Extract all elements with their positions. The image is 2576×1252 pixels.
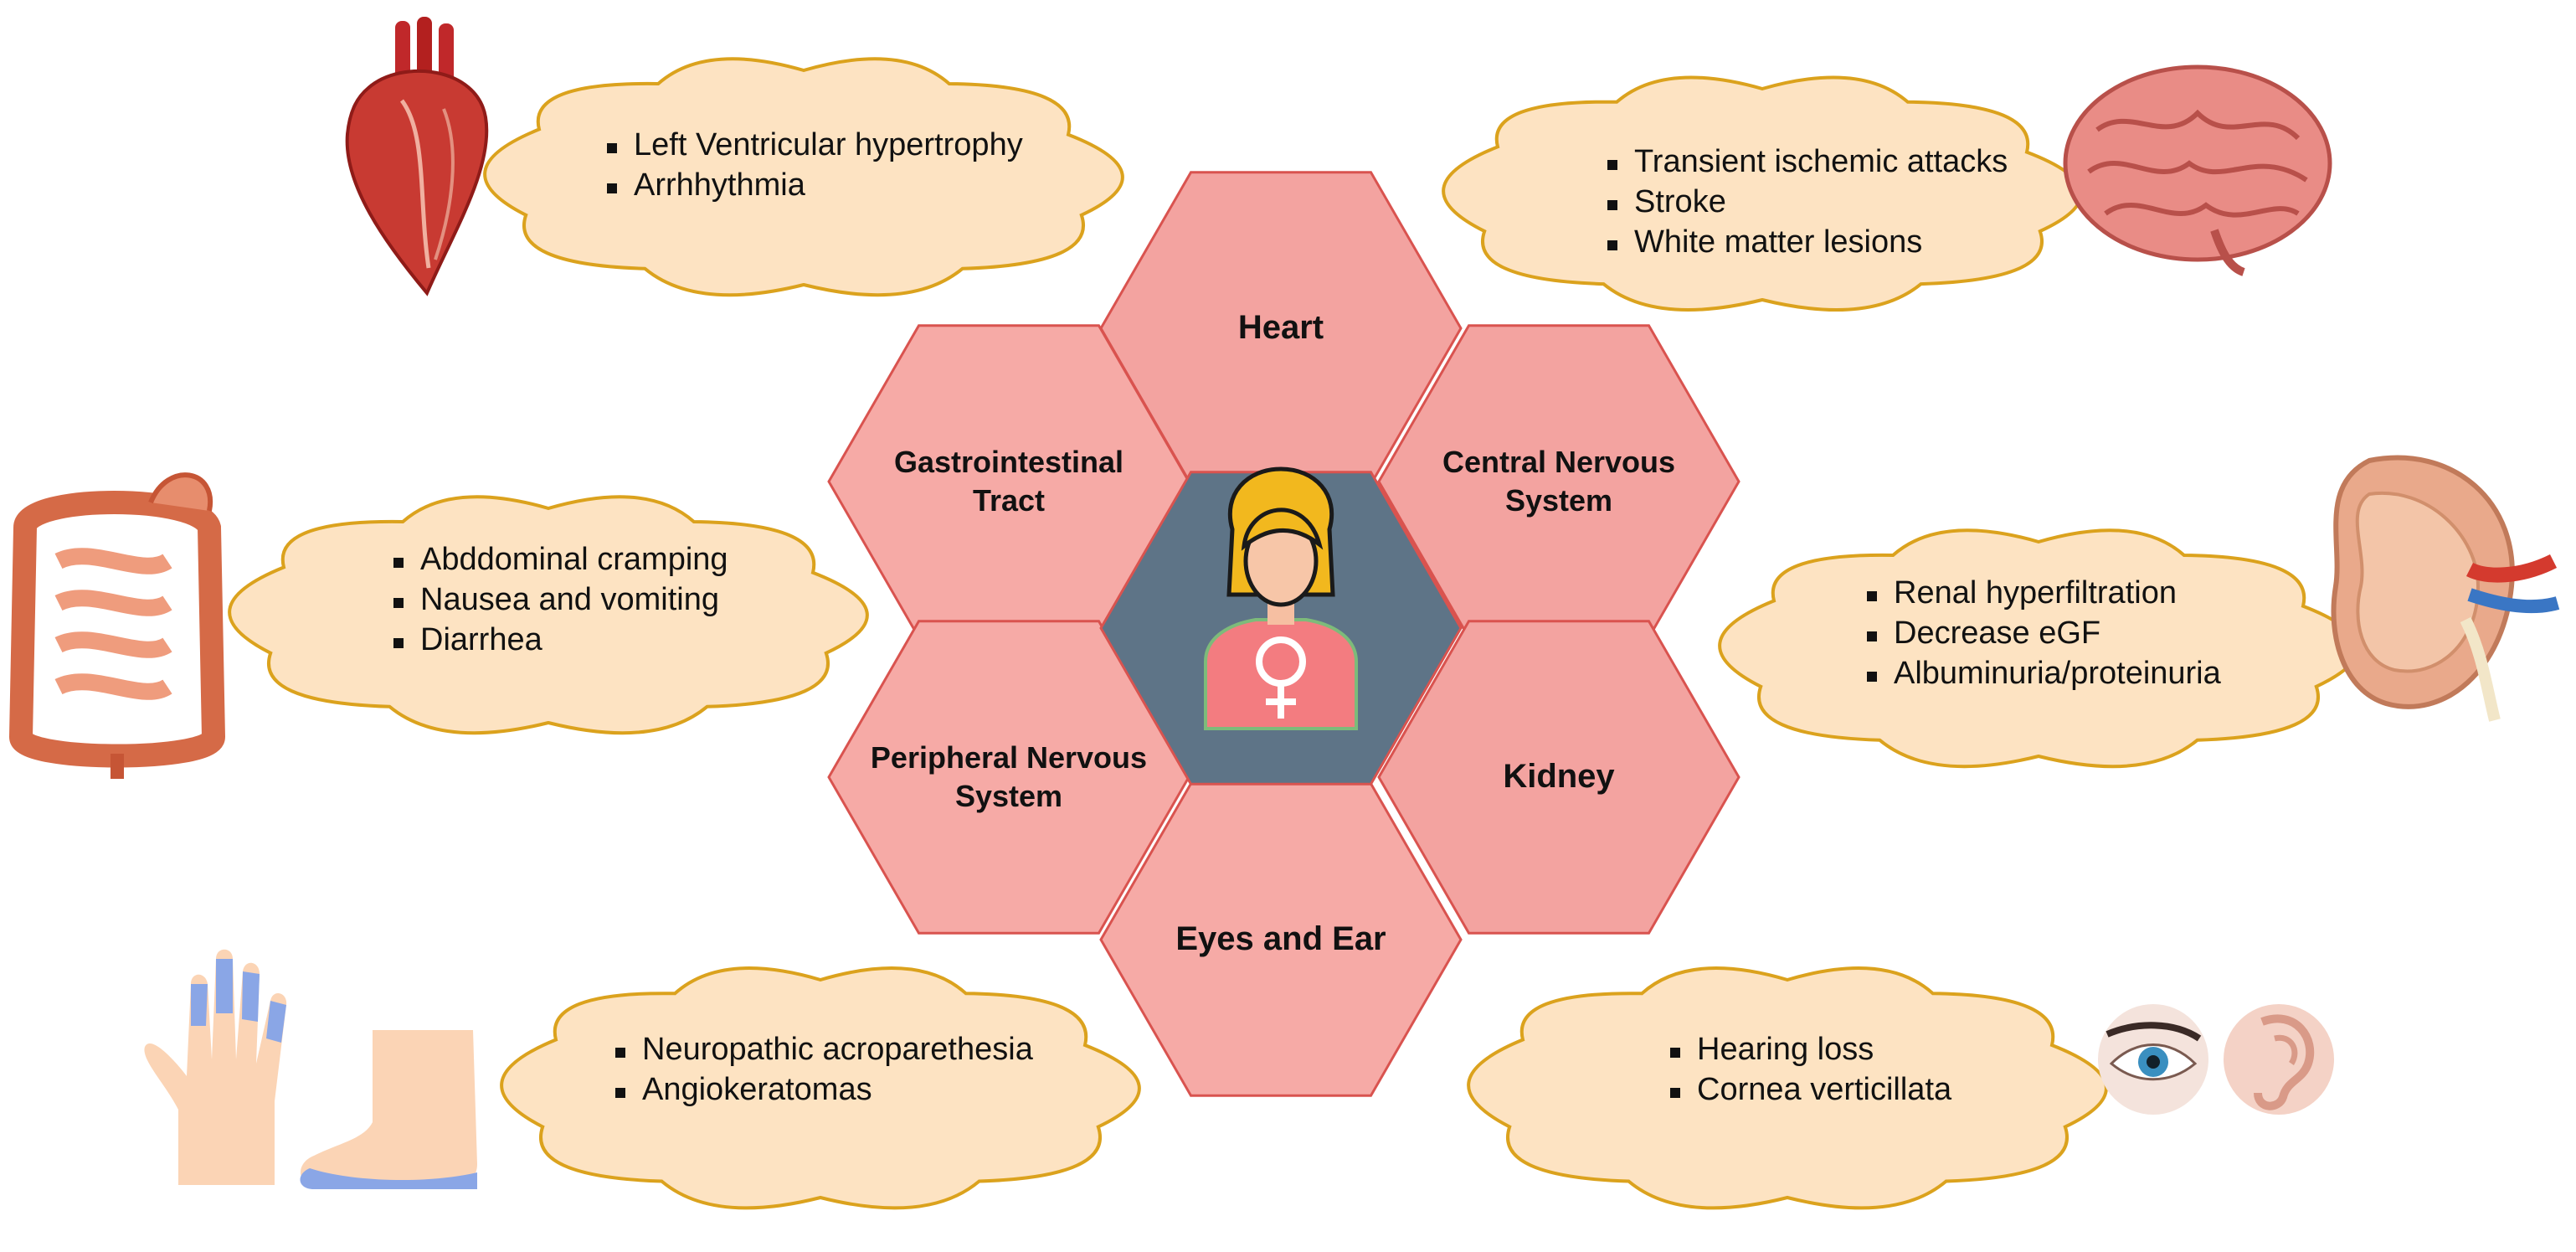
hexagon-label: Kidney [1503,758,1615,795]
symptom-item: Cornea verticillata [1697,1072,1952,1107]
bullet-marker [1607,160,1617,170]
symptom-item: Arrhhythmia [634,167,806,203]
symptom-item: Nausea and vomiting [420,582,719,617]
bullet-marker [393,598,404,608]
bullet-marker [393,638,404,648]
cloud-shape [228,495,869,735]
eye-illustration-icon [2098,1004,2208,1115]
bullet-marker [615,1088,625,1098]
intestine-illustration-icon [8,472,226,779]
bullet-marker [1867,631,1877,641]
hexagon-shape [827,620,1190,935]
symptom-item: Angiokeratomas [642,1072,872,1107]
brain-illustration-icon [2063,64,2332,276]
symptom-item: Diarrhea [420,622,543,657]
cloud-layer: Left Ventricular hypertrophyArrhhythmiaT… [228,57,2359,1210]
symptom-item: Decrease eGF [1894,616,2100,651]
symptom-item: Left Ventricular hypertrophy [634,127,1023,162]
symptom-item: Hearing loss [1697,1032,1874,1067]
symptom-item: Stroke [1634,184,1726,219]
heart-illustration-icon [345,17,489,296]
bullet-marker [615,1048,625,1058]
symptom-item: White matter lesions [1634,224,1922,260]
hexagon-kidney: Kidney [1377,620,1740,935]
hexagon-label: Central Nervous [1442,445,1675,479]
hand-illustration-icon [144,949,287,1185]
ear-illustration-icon [2224,1004,2334,1115]
female-patient-icon [1204,466,1358,730]
bullet-marker [1867,591,1877,601]
hexagon-shape [1377,620,1740,935]
symptom-item: Abddominal cramping [420,542,728,577]
hexagon-label: Heart [1238,309,1324,346]
hexagon-eyes: Eyes and Ear [1099,782,1463,1097]
bullet-marker [607,183,617,193]
bullet-marker [607,143,617,153]
hexagon-label: System [1505,483,1612,518]
hexagon-label: System [955,779,1062,813]
bullet-marker [393,558,404,568]
hexagon-label: Peripheral Nervous [871,740,1147,775]
bullet-marker [1670,1048,1680,1058]
bullet-marker [1670,1088,1680,1098]
bullet-marker [1867,672,1877,682]
cloud-shape [500,966,1141,1210]
symptom-item: Neuropathic acroparethesia [642,1032,1034,1067]
foot-illustration-icon [300,1030,477,1189]
cloud-shape [483,57,1124,297]
cloud-shape [1718,528,2359,769]
symptom-item: Albuminuria/proteinuria [1894,656,2222,691]
cloud-shape [1442,75,2083,312]
bullet-marker [1607,200,1617,210]
kidney-illustration-icon [2331,455,2560,722]
hexagon-label: Tract [973,483,1045,518]
symptom-item: Renal hyperfiltration [1894,575,2177,611]
symptom-item: Transient ischemic attacks [1634,144,2008,179]
hexagon-label: Eyes and Ear [1175,920,1386,957]
hexagon-label: Gastrointestinal [894,445,1123,479]
bullet-marker [1607,240,1617,250]
cloud-shape [1467,966,2108,1210]
